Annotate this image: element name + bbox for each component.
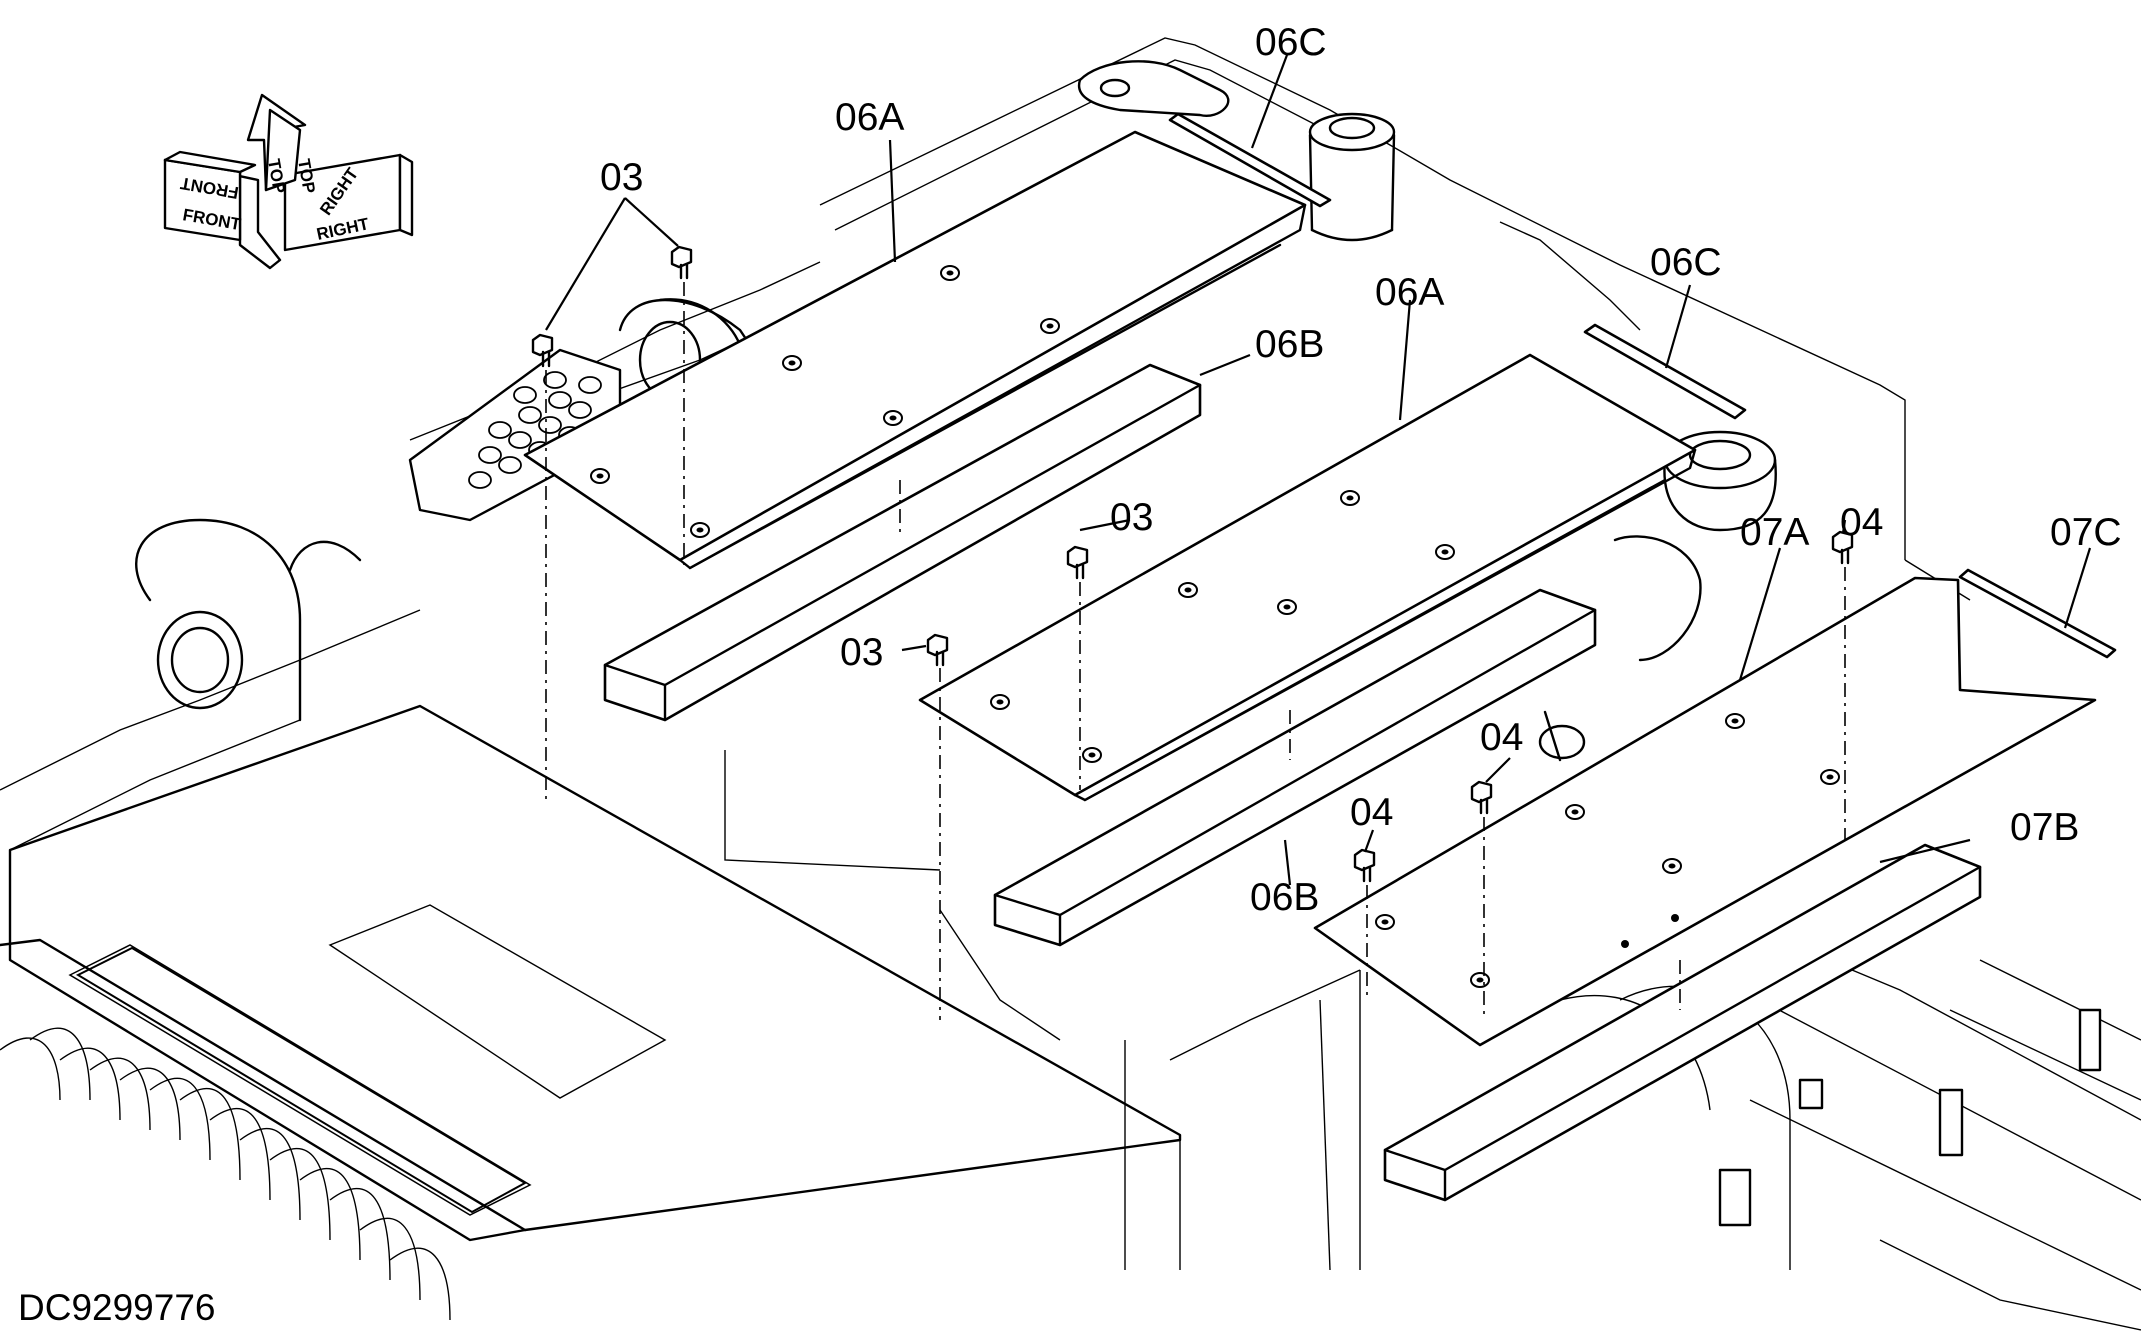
callout-04-right: 04 — [1840, 501, 1883, 544]
callout-03-middle: 03 — [1110, 496, 1153, 539]
callout-06b-left: 06B — [1255, 323, 1324, 366]
machine-frame — [0, 37, 2141, 1331]
callout-03-top: 03 — [600, 156, 643, 199]
callout-06c-top: 06C — [1255, 21, 1327, 64]
callout-06c-right: 06C — [1650, 241, 1722, 284]
cover-06a-middle — [918, 353, 1697, 802]
radiator-grille — [75, 946, 528, 1214]
callout-07a: 07A — [1740, 511, 1809, 554]
callout-labels: 06C 06A 03 06C 06A 06B 03 03 04 07A 07C … — [600, 21, 2122, 919]
callout-04-left: 04 — [1350, 791, 1393, 834]
callout-06a-left: 06A — [835, 96, 904, 139]
bolt-03-a — [531, 333, 554, 800]
bolt-04-b — [1470, 780, 1493, 1020]
drawing-code: DC9299776 — [18, 1287, 215, 1328]
callout-06b-middle: 06B — [1250, 876, 1319, 919]
bolt-04-a — [1831, 530, 1854, 840]
foam-07b — [1383, 843, 1982, 1202]
cover-07a — [1313, 576, 2097, 1047]
bolt-03-c — [1066, 545, 1089, 790]
callout-04-middle: 04 — [1480, 716, 1523, 759]
callout-07b: 07B — [2010, 806, 2079, 849]
leader-lines — [545, 54, 2092, 886]
bolt-03-d — [926, 633, 949, 1020]
bolt-04-c — [1353, 848, 1376, 1000]
bolts — [531, 245, 1854, 1020]
callout-03-left: 03 — [840, 631, 883, 674]
callout-06a-middle: 06A — [1375, 271, 1444, 314]
foam-06b-left — [603, 363, 1202, 722]
seal-06c-right — [1583, 323, 1747, 420]
bolt-03-b — [670, 245, 693, 565]
orientation-indicator: FRONT FRONT TOP TOP RIGHT RIGHT — [163, 93, 414, 270]
foam-06b-middle — [993, 588, 1597, 947]
cover-06a-left — [523, 130, 1307, 570]
seal-06c-top — [1168, 112, 1332, 208]
seal-07c — [1958, 568, 2117, 659]
callout-07c: 07C — [2050, 511, 2122, 554]
